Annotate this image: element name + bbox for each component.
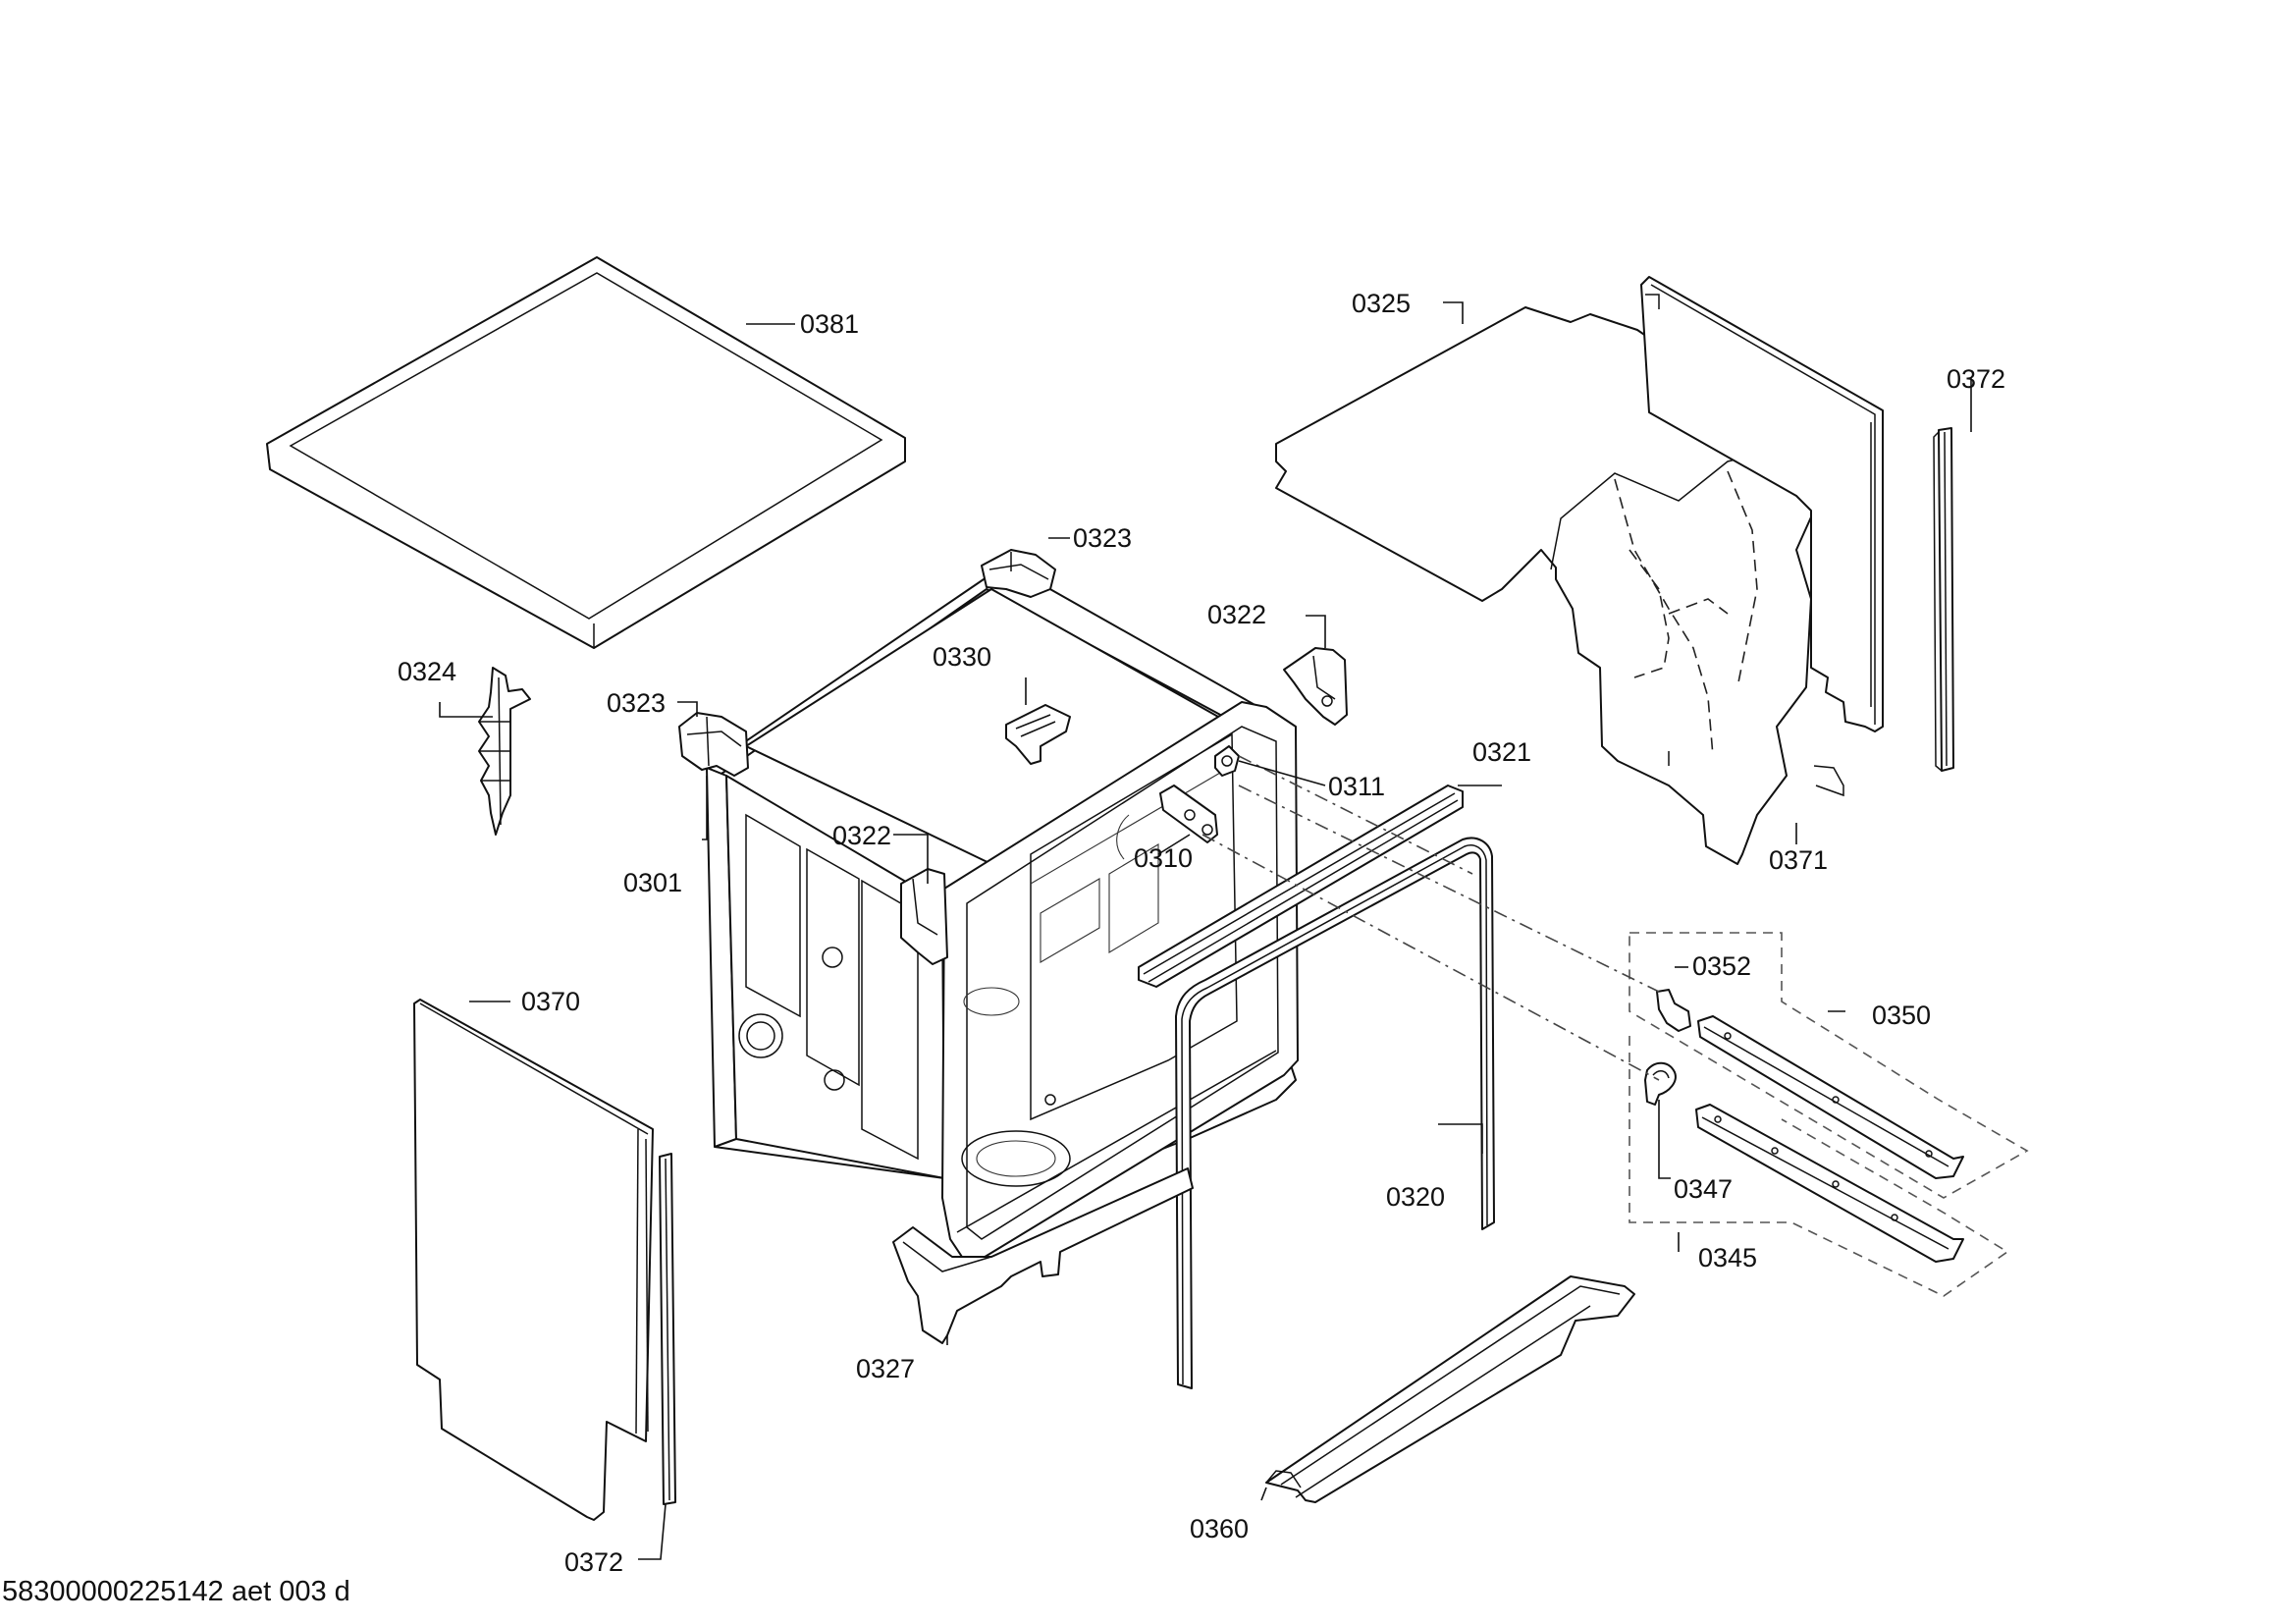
part-0324-hinge-spring[interactable]: [478, 667, 531, 836]
label-0360[interactable]: 0360: [1190, 1514, 1249, 1543]
label-0370[interactable]: 0370: [521, 987, 580, 1016]
label-0352[interactable]: 0352: [1692, 951, 1751, 981]
label-0345[interactable]: 0345: [1698, 1243, 1757, 1272]
part-0381-worktop[interactable]: [266, 256, 906, 649]
label-0310[interactable]: 0310: [1134, 843, 1193, 873]
leader-lines: [439, 301, 1972, 1560]
label-0311[interactable]: 0311: [1328, 772, 1385, 801]
label-0372-top[interactable]: 0372: [1947, 364, 2005, 394]
group-0350-rail-assembly: [1629, 932, 2029, 1199]
part-0301-tub-body[interactable]: [706, 574, 1299, 1260]
part-0372-trim-strip-left[interactable]: [659, 1153, 676, 1505]
part-0371-side-panel-right[interactable]: [1640, 276, 1884, 797]
assembly-lines: [1201, 755, 1660, 1081]
label-0320[interactable]: 0320: [1386, 1182, 1445, 1212]
part-0330-latch[interactable]: [1005, 704, 1071, 765]
label-0301[interactable]: 0301: [623, 868, 682, 897]
part-0370-side-panel-left[interactable]: [413, 999, 654, 1521]
label-0350[interactable]: 0350: [1872, 1001, 1931, 1030]
part-0321-front-rail[interactable]: [1138, 785, 1464, 988]
part-0322-bracket-right[interactable]: [1283, 647, 1348, 726]
part-0323-bracket-top[interactable]: [981, 549, 1056, 598]
label-0323-left[interactable]: 0323: [607, 688, 666, 718]
part-0360-plinth-rail[interactable]: [1265, 1275, 1635, 1503]
part-0310-hinge-plate[interactable]: [1159, 785, 1218, 843]
label-0347[interactable]: 0347: [1674, 1174, 1733, 1204]
part-0323-bracket-left[interactable]: [678, 712, 749, 777]
part-0322-bracket-left[interactable]: [900, 868, 948, 965]
label-0325[interactable]: 0325: [1352, 289, 1411, 318]
part-0311-hinge-pin[interactable]: [1214, 745, 1240, 777]
label-0321[interactable]: 0321: [1472, 737, 1531, 767]
drawing-number: 58300000225142 aet 003 d: [2, 1576, 350, 1607]
part-0350-rail[interactable]: [1697, 1015, 1964, 1179]
label-0327[interactable]: 0327: [856, 1354, 915, 1383]
part-labels: 0381 0325 0372 0323 0322 0324 0330 0323 …: [398, 289, 2005, 1577]
part-0327-kick-plate[interactable]: [892, 1167, 1194, 1344]
label-0330[interactable]: 0330: [933, 642, 991, 672]
part-0345-rail[interactable]: [1695, 1104, 1964, 1263]
label-0381[interactable]: 0381: [800, 309, 859, 339]
label-0323-top[interactable]: 0323: [1073, 523, 1132, 553]
label-0322-left[interactable]: 0322: [832, 821, 891, 850]
part-0352-clip[interactable]: [1656, 989, 1691, 1032]
label-0371[interactable]: 0371: [1769, 845, 1828, 875]
label-0322-right[interactable]: 0322: [1207, 600, 1266, 629]
part-0320-door-seal[interactable]: [1175, 837, 1495, 1389]
group-0345-rail-assembly: [1629, 1036, 2009, 1297]
label-0324[interactable]: 0324: [398, 657, 456, 686]
part-0372-trim-strip-right[interactable]: [1933, 427, 1954, 772]
label-0372-bottom[interactable]: 0372: [564, 1547, 623, 1577]
part-0347-clip[interactable]: [1644, 1061, 1677, 1106]
